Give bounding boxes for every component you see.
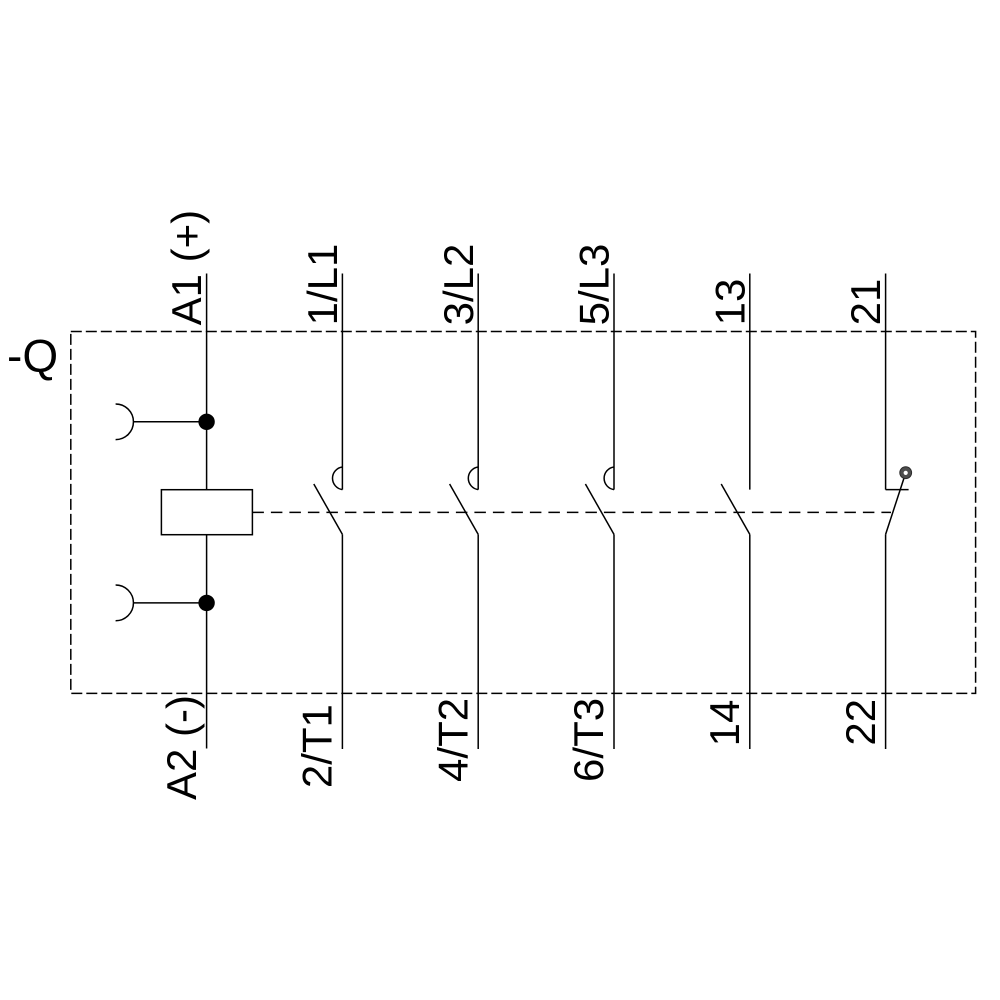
svg-text:-Q: -Q <box>7 330 58 382</box>
svg-text:A2 (-): A2 (-) <box>158 695 205 800</box>
svg-text:1/L1: 1/L1 <box>299 244 346 326</box>
svg-text:21: 21 <box>842 279 889 326</box>
svg-text:22: 22 <box>837 699 884 746</box>
svg-text:A1 (+): A1 (+) <box>163 210 210 326</box>
svg-text:2/T1: 2/T1 <box>294 704 341 788</box>
svg-text:14: 14 <box>701 700 748 747</box>
svg-text:13: 13 <box>706 279 753 326</box>
svg-text:6/T3: 6/T3 <box>565 698 612 782</box>
svg-text:5/L3: 5/L3 <box>571 244 618 326</box>
svg-text:4/T2: 4/T2 <box>429 698 476 782</box>
svg-text:3/L2: 3/L2 <box>435 244 482 326</box>
